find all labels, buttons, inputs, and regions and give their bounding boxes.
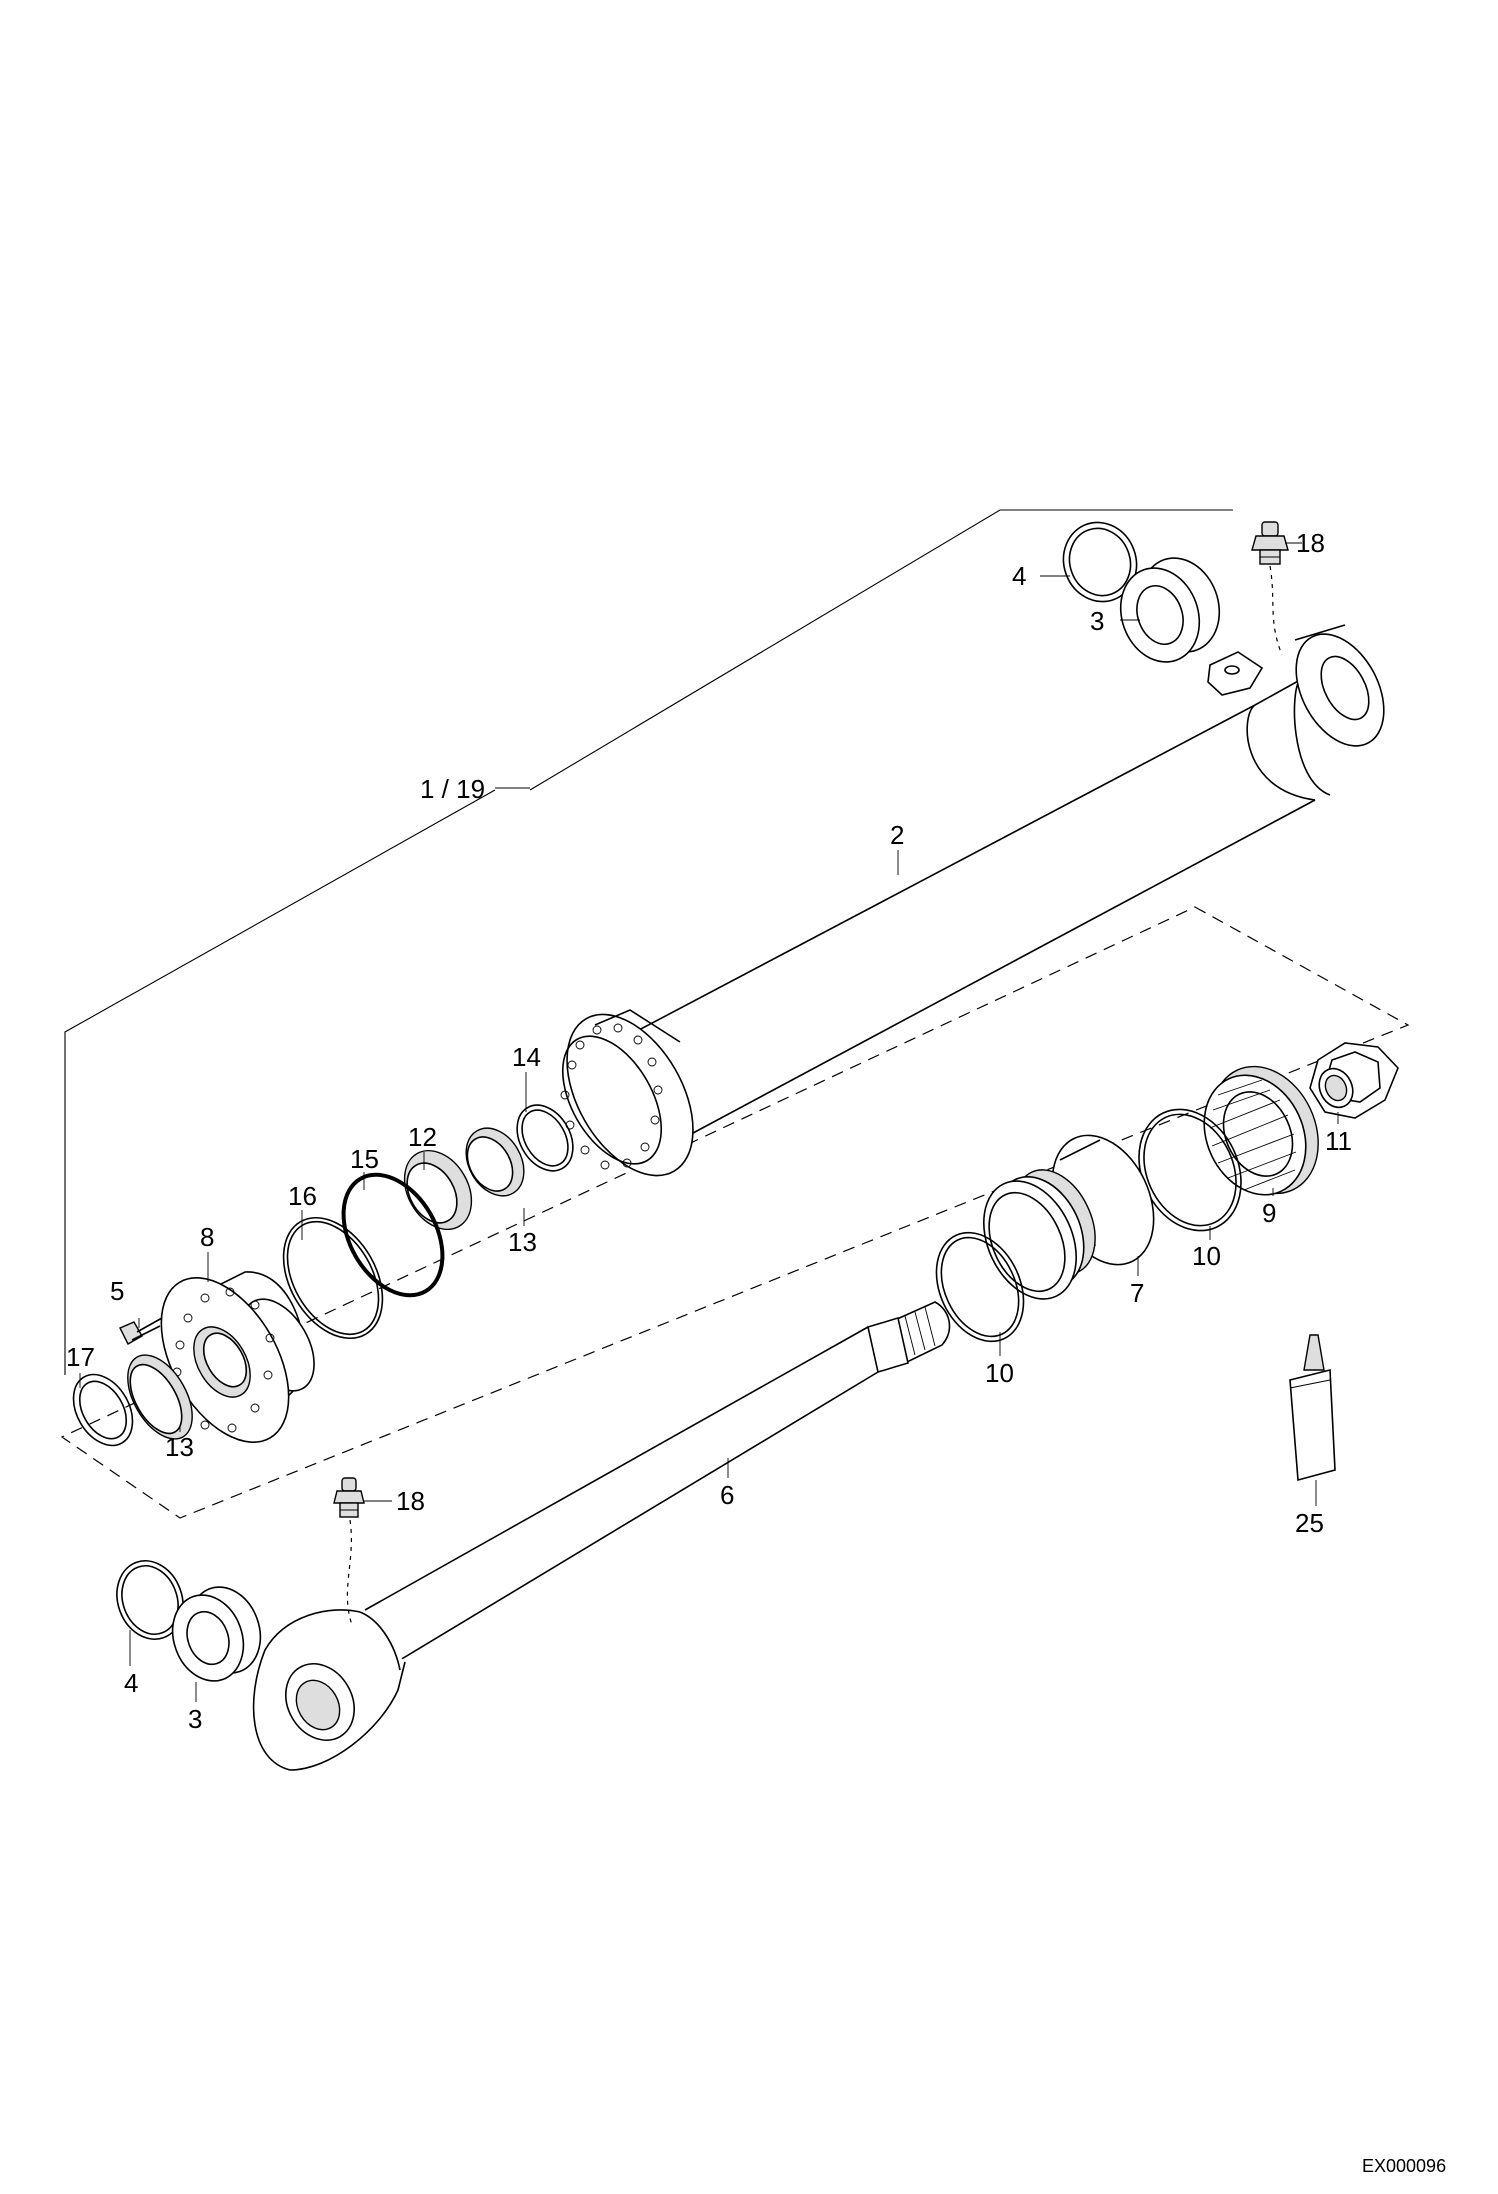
label-backup-ring: 16: [288, 1181, 317, 1211]
leader-lines: [79, 542, 1339, 1702]
label-o-ring: 15: [350, 1144, 379, 1174]
assembly-bracket-line: [64, 509, 1233, 1375]
label-seal-12: 12: [408, 1122, 437, 1152]
seal-lower-10: [935, 1231, 1025, 1343]
grease-nipple-bottom: [333, 1477, 365, 1626]
label-seal-lower: 10: [985, 1358, 1014, 1388]
label-seal-14: 14: [512, 1042, 541, 1072]
label-grease-top: 18: [1296, 528, 1325, 558]
label-cylinder-tube: 2: [890, 820, 904, 850]
label-bolt: 5: [110, 1276, 124, 1306]
label-bearing-top: 3: [1090, 606, 1104, 636]
label-wiper: 17: [66, 1342, 95, 1372]
label-guide-ring-left: 13: [165, 1432, 194, 1462]
part-labels: 1 / 19 2 18 4 3 14 12 13 15 16 8 5 17 13…: [66, 528, 1352, 1734]
label-circlip-top: 4: [1012, 561, 1026, 591]
nut: [1309, 1042, 1399, 1119]
label-guide-ring-right: 13: [508, 1227, 537, 1257]
circlip-top: [1062, 521, 1138, 603]
label-piston: 7: [1130, 1278, 1144, 1308]
seal-14: [516, 1104, 574, 1172]
guide-ring-right: [465, 1127, 525, 1197]
label-retainer: 25: [1295, 1508, 1324, 1538]
label-head: 8: [200, 1222, 214, 1252]
drawing-code: EX000096: [1362, 2156, 1446, 2176]
label-circlip-bottom: 4: [124, 1668, 138, 1698]
bearing-top: [1119, 557, 1221, 663]
rod-group-dashed-outline: [60, 906, 1410, 1519]
piston: [982, 1134, 1155, 1300]
backup-ring: [282, 1216, 384, 1340]
circlip-bottom: [116, 1560, 184, 1640]
wiper: [72, 1373, 134, 1447]
label-ring-nut: 9: [1262, 1198, 1276, 1228]
label-rod: 6: [720, 1480, 734, 1510]
seal-12: [403, 1149, 473, 1231]
label-assembly: 1 / 19: [420, 774, 485, 804]
bolt: [119, 1317, 163, 1345]
cylinder-tube: [560, 624, 1385, 1177]
piston-rod: [252, 1301, 951, 1771]
cylinder-head: [160, 1271, 315, 1443]
grease-nipple-top: [1251, 521, 1289, 656]
o-ring: [341, 1172, 445, 1298]
label-nut: 11: [1325, 1126, 1352, 1156]
guide-ring-left: [127, 1354, 193, 1440]
flange-bolt-holes: [560, 1023, 663, 1170]
retainer-tube: [1289, 1334, 1336, 1482]
label-seal-upper: 10: [1192, 1241, 1221, 1271]
bearing-bottom: [171, 1586, 262, 1682]
label-bearing-bottom: 3: [188, 1704, 202, 1734]
label-grease-bottom: 18: [396, 1486, 425, 1516]
